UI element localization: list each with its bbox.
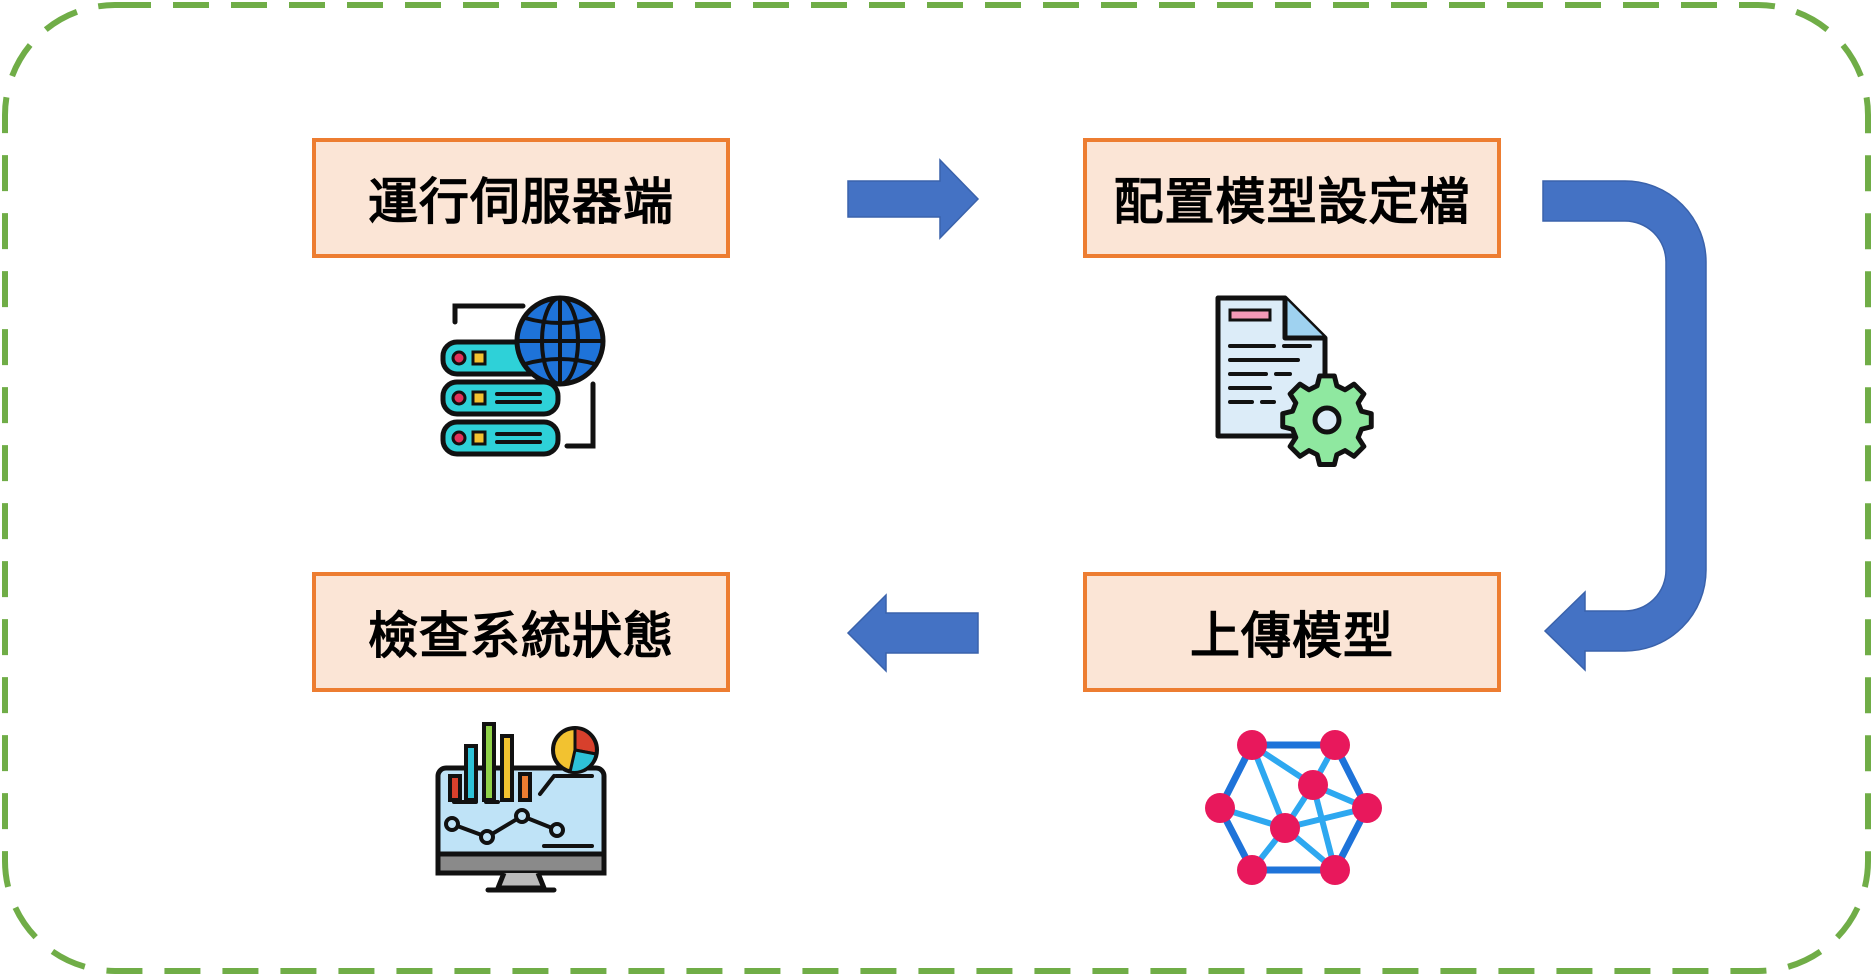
step-configure-model: 配置模型設定檔 bbox=[1083, 138, 1501, 258]
step-run-server: 運行伺服器端 bbox=[312, 138, 730, 258]
config-document-gear-icon bbox=[1215, 295, 1374, 467]
step-label: 檢查系統狀態 bbox=[368, 607, 674, 665]
step-label: 上傳模型 bbox=[1190, 607, 1394, 665]
step-check-status: 檢查系統狀態 bbox=[312, 572, 730, 692]
server-globe-icon bbox=[440, 295, 606, 457]
arrow-right bbox=[847, 158, 980, 240]
arrow-left bbox=[846, 593, 979, 673]
neural-network-icon bbox=[1205, 730, 1382, 885]
monitor-dashboard-icon bbox=[435, 722, 607, 893]
arrow-u-turn bbox=[1542, 180, 1707, 672]
step-label: 配置模型設定檔 bbox=[1113, 173, 1471, 231]
step-label: 運行伺服器端 bbox=[368, 173, 674, 231]
step-upload-model: 上傳模型 bbox=[1083, 572, 1501, 692]
